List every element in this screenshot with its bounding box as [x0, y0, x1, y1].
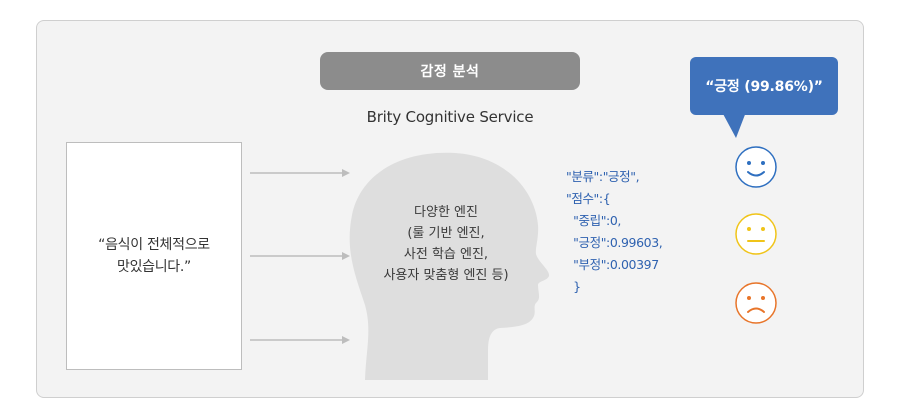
input-sentence: “음식이 전체적으로 맛있습니다.” [98, 237, 210, 275]
analysis-json-output: "분류":"긍정", "점수":{ "중립":0, "긍정":0.99603, … [566, 169, 663, 294]
arrow-bottom [250, 336, 350, 344]
result-speech-bubble: “긍정 (99.86%)” [690, 57, 838, 115]
negative-face-icon [735, 282, 777, 324]
engine-description: 다양한 엔진 (룰 기반 엔진, 사전 학습 엔진, 사용자 맞춤형 엔진 등) [383, 205, 509, 283]
neutral-face-icon [735, 213, 777, 255]
positive-face-icon [735, 146, 777, 188]
section-title: 감정 분석 [320, 52, 580, 90]
arrow-middle [250, 252, 350, 260]
service-name: Brity Cognitive Service [366, 108, 534, 126]
arrow-top [250, 169, 350, 177]
input-sentence-card: “음식이 전체적으로 맛있습니다.” [66, 142, 242, 370]
